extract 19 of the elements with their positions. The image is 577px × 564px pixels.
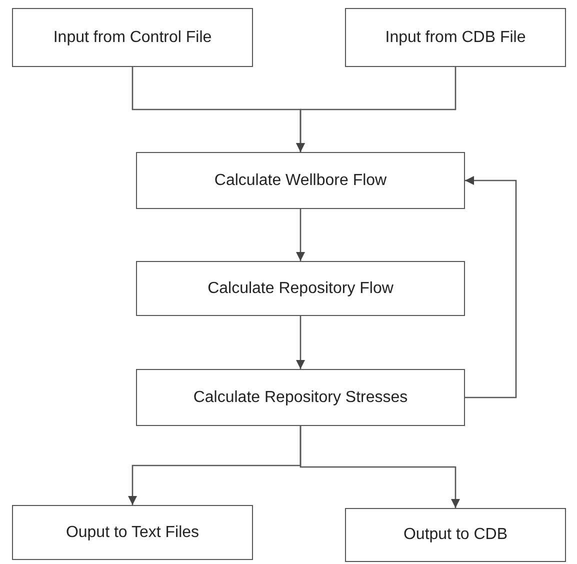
- box-label: Calculate Wellbore Flow: [214, 170, 387, 190]
- box-label: Input from CDB File: [385, 28, 526, 48]
- box-label: Calculate Repository Stresses: [193, 388, 408, 408]
- box-label: Calculate Repository Flow: [208, 278, 394, 298]
- arrow: [465, 176, 517, 398]
- process-box: [345, 8, 566, 67]
- process-box: [345, 508, 566, 562]
- box-label: Output to CDB: [403, 525, 508, 545]
- arrow: [296, 67, 456, 152]
- arrow: [296, 209, 305, 261]
- process-box: [136, 152, 465, 209]
- arrow: [300, 426, 460, 508]
- box-label: Ouput to Text Files: [66, 522, 200, 542]
- process-box: [12, 8, 253, 67]
- box-label: Input from Control File: [53, 28, 212, 48]
- arrow: [296, 316, 305, 369]
- process-box: [12, 505, 253, 560]
- process-box: [136, 261, 465, 316]
- process-box: [136, 369, 465, 426]
